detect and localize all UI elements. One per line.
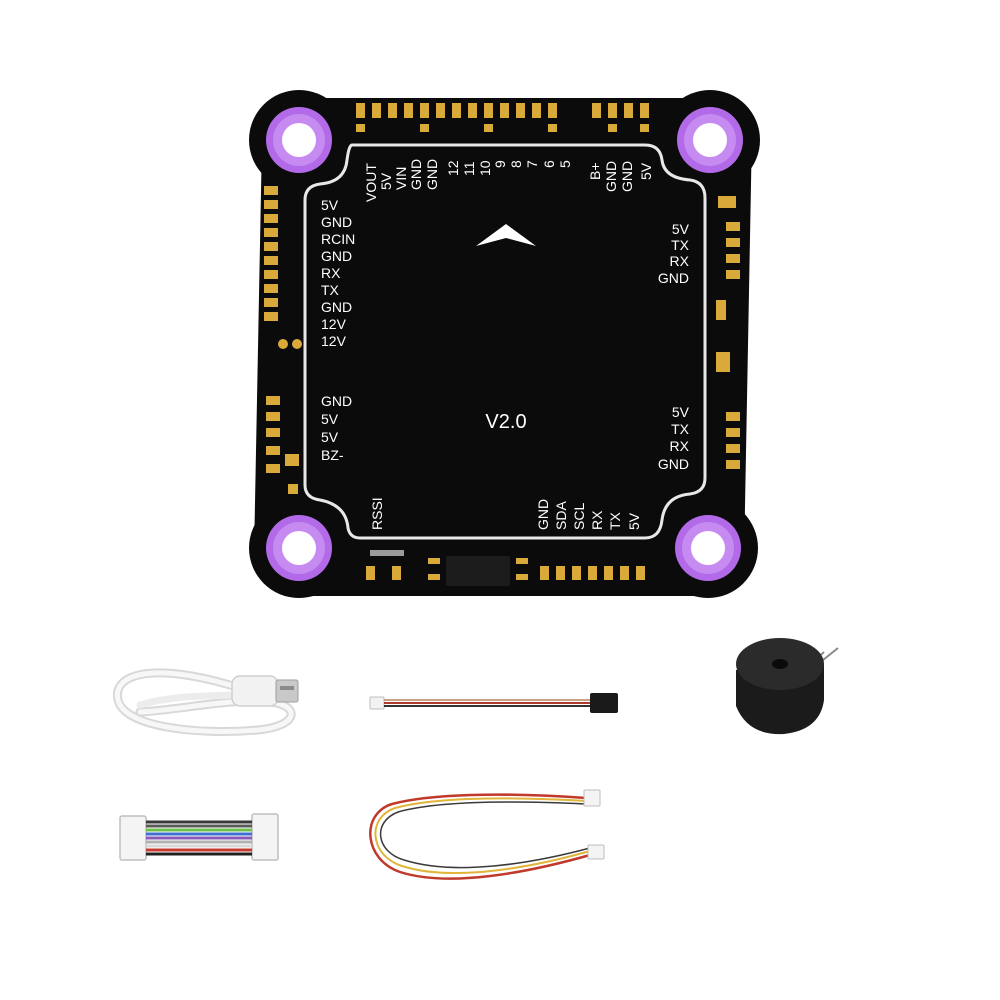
- pin-label: GND: [603, 161, 619, 192]
- pin-label: GND: [321, 393, 352, 409]
- board-version: V2.0: [485, 411, 526, 433]
- pads-right: [716, 196, 740, 469]
- pin-label: SDA: [553, 501, 569, 530]
- pin-label: 12V: [321, 333, 347, 349]
- pin-label: 5V: [626, 512, 642, 530]
- labels-left-lower: GND 5V 5V BZ-: [321, 393, 352, 463]
- labels-right-lower: 5V TX RX GND: [658, 404, 690, 472]
- board-inner-outline: [303, 143, 707, 540]
- pin-label: 5V: [638, 162, 654, 180]
- pin-label: 7: [524, 160, 540, 168]
- labels-top-left: VOUT 5V VIN GND GND: [363, 159, 440, 202]
- jst-cable: [369, 789, 605, 880]
- pin-label: 9: [492, 160, 508, 168]
- pin-label: GND: [424, 159, 440, 190]
- labels-top-mid: 12 11 10 9 8 7 6 5: [445, 160, 573, 176]
- pin-label: RX: [321, 265, 341, 281]
- pin-label: VIN: [393, 167, 409, 190]
- pin-label: GND: [321, 248, 352, 264]
- mount-hole-tr: [677, 107, 743, 173]
- bottom-chip: [446, 556, 510, 586]
- pin-label: 5V: [321, 429, 339, 445]
- pin-label: 5V: [321, 411, 339, 427]
- pin-label: GND: [658, 456, 689, 472]
- pin-label: GND: [619, 161, 635, 192]
- flight-controller-board: V2.0 VOUT 5V VIN GND GND 12 11 10 9 8 7 …: [249, 90, 760, 598]
- pads-left: [264, 186, 302, 494]
- pin-label: TX: [607, 511, 623, 530]
- labels-right-upper: 5V TX RX GND: [658, 221, 690, 286]
- pin-label: GND: [321, 299, 352, 315]
- mount-hole-tl: [266, 107, 332, 173]
- pin-label: 6: [541, 160, 557, 168]
- pin-label-rssi: RSSI: [369, 497, 385, 530]
- board-pcb: [254, 98, 752, 596]
- pin-label: TX: [321, 282, 340, 298]
- pin-label: SCL: [571, 503, 587, 530]
- direction-arrow-icon: [476, 224, 536, 246]
- pin-label: VOUT: [363, 163, 379, 202]
- labels-top-right: B+ GND GND 5V: [587, 161, 654, 192]
- pin-label: 5V: [672, 404, 690, 420]
- mount-hole-br: [675, 515, 741, 581]
- pin-label: RX: [670, 253, 690, 269]
- pin-label: TX: [671, 421, 690, 437]
- pin-label: GND: [408, 159, 424, 190]
- buzzer: [736, 638, 839, 735]
- pin-label: 12: [445, 160, 461, 176]
- pin-label: B+: [587, 162, 603, 180]
- pin-label: 10: [477, 160, 493, 176]
- servo-lead: [369, 693, 618, 713]
- pin-label: 11: [461, 161, 477, 176]
- pin-label: RCIN: [321, 231, 355, 247]
- labels-bottom-right: GND SDA SCL RX TX 5V: [535, 499, 642, 530]
- pin-label: 5: [557, 160, 573, 168]
- mount-hole-bl: [266, 515, 332, 581]
- pin-label: 5V: [321, 197, 339, 213]
- pin-label: GND: [321, 214, 352, 230]
- pin-label: 5V: [378, 172, 394, 190]
- usb-cable: [112, 668, 299, 736]
- pin-label: 8: [508, 160, 524, 168]
- pin-label: GND: [535, 499, 551, 530]
- pin-label: RX: [670, 438, 690, 454]
- pin-label: 5V: [672, 221, 690, 237]
- pin-label: RX: [589, 510, 605, 530]
- ribbon-cable: [119, 813, 279, 861]
- pin-label: GND: [658, 270, 689, 286]
- labels-left-upper: 5V GND RCIN GND RX TX GND 12V 12V: [321, 197, 355, 349]
- pads-top: [356, 103, 649, 132]
- pin-label: TX: [671, 237, 690, 253]
- pin-label: 12V: [321, 316, 347, 332]
- pads-bottom: [366, 550, 645, 580]
- pin-label: BZ-: [321, 447, 344, 463]
